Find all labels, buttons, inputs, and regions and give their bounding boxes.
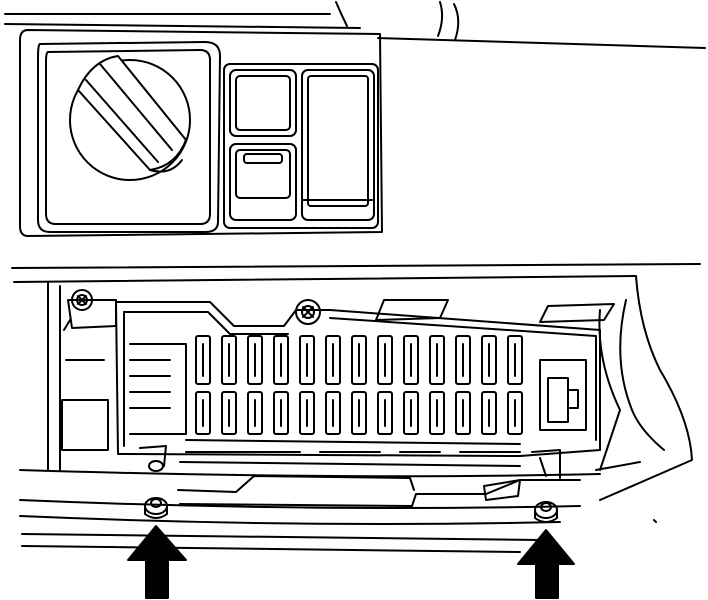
rocker-switch-bank (224, 64, 378, 228)
lower-dashboard-lines (12, 264, 700, 552)
fuse (352, 392, 366, 434)
fuse (326, 392, 340, 434)
bottom-ledge (140, 446, 580, 506)
fuse (508, 392, 522, 434)
fuse (456, 336, 470, 384)
speck-mark (654, 520, 656, 522)
fuse (430, 336, 444, 384)
fuse (274, 336, 288, 384)
fuse (300, 392, 314, 434)
fuse (222, 336, 236, 384)
knob-icon (70, 56, 190, 180)
fuse (274, 392, 288, 434)
fuse (430, 392, 444, 434)
fuse (196, 392, 210, 434)
arrow-up-icon (518, 530, 574, 598)
fuse (300, 336, 314, 384)
fuse (222, 392, 236, 434)
fuse (248, 392, 262, 434)
fuse (456, 392, 470, 434)
switch-panel (20, 30, 382, 236)
fuse (378, 392, 392, 434)
fuse-grid (196, 336, 522, 434)
fuse (482, 392, 496, 434)
fuse (326, 336, 340, 384)
dashboard-top-lines (5, 2, 705, 48)
fuse (404, 336, 418, 384)
fuse (352, 336, 366, 384)
nut-icon (535, 502, 557, 522)
arrow-up-icon (128, 526, 186, 598)
fuse (196, 336, 210, 384)
screw-icon (72, 290, 92, 310)
right-trim-curve (596, 276, 692, 500)
nut-icon (145, 498, 167, 518)
left-bracket (62, 300, 116, 450)
fuse (248, 336, 262, 384)
dashboard-tabs (376, 300, 614, 322)
fuse (378, 336, 392, 384)
fuse (404, 392, 418, 434)
fuse-box (116, 302, 600, 456)
nut-icon (149, 461, 163, 471)
screw-icon (296, 300, 320, 324)
fuse (508, 336, 522, 384)
fuse (482, 336, 496, 384)
